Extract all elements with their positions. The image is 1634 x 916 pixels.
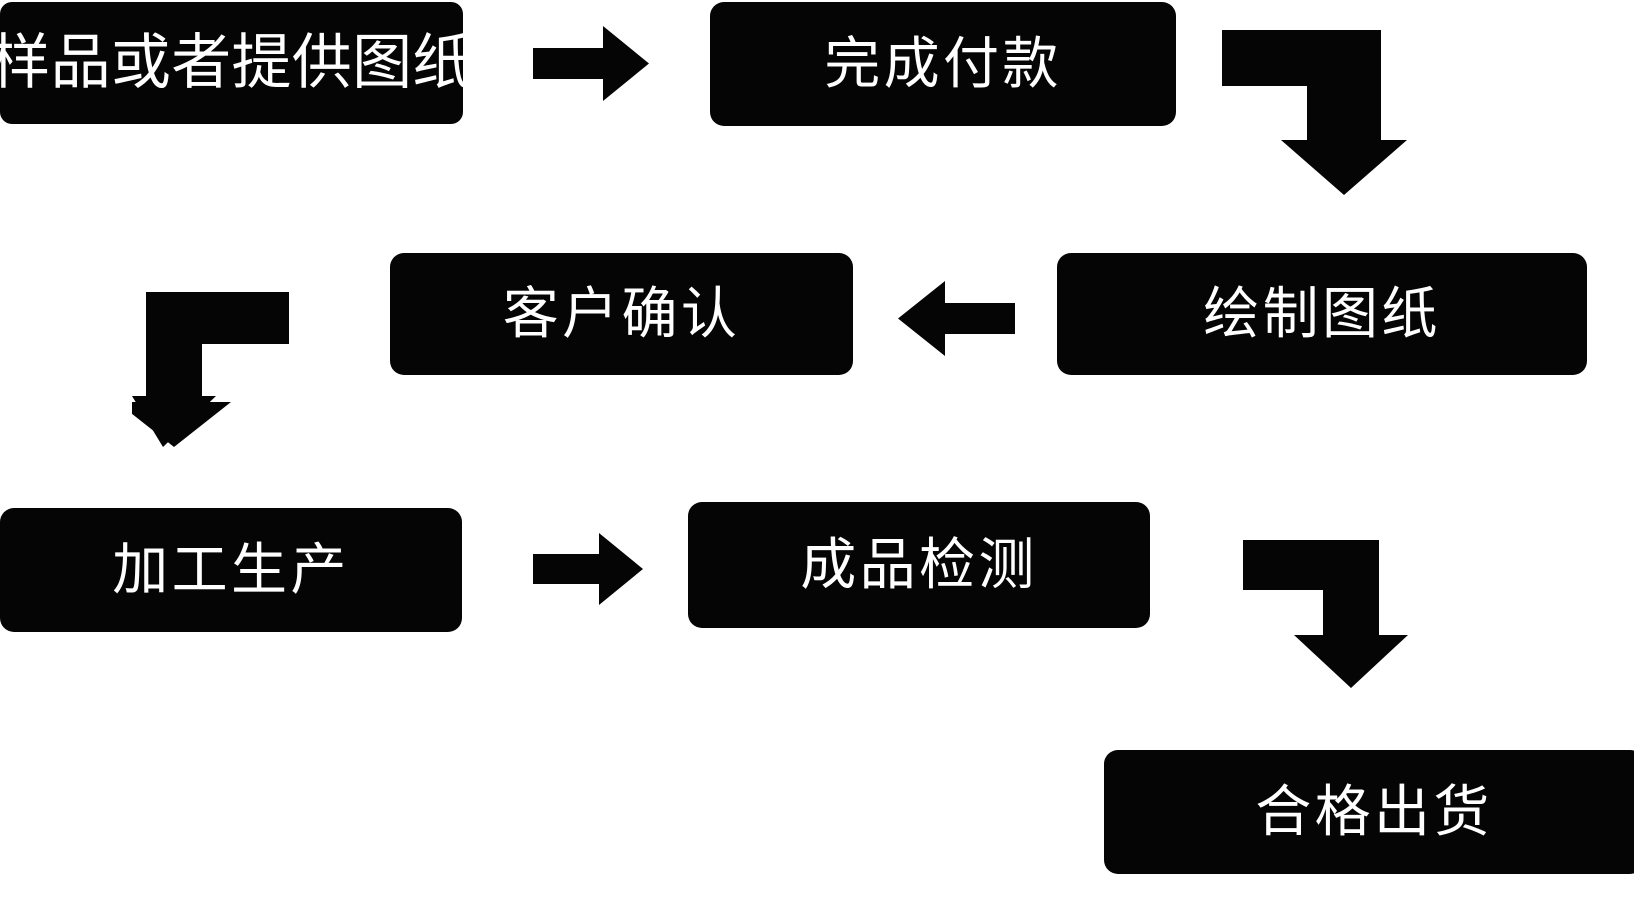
node-draw-blueprint[interactable]: 绘制图纸	[1057, 253, 1587, 375]
arrow-right-production-to-inspection	[533, 533, 643, 605]
node-finished-product-inspection-label: 成品检测	[800, 533, 1038, 596]
arrow-left-drawing-to-confirm	[898, 281, 1015, 356]
arrow-elbow-payment-to-drawing	[1222, 30, 1407, 195]
node-draw-blueprint-label: 绘制图纸	[1203, 282, 1441, 345]
node-processing-production[interactable]: 加工生产	[0, 508, 462, 632]
node-qualified-shipment-label: 合格出货	[1255, 780, 1493, 843]
node-complete-payment-label: 完成付款	[824, 32, 1062, 95]
node-complete-payment[interactable]: 完成付款	[710, 2, 1176, 126]
node-processing-production-label: 加工生产	[112, 538, 350, 601]
arrow-elbow-inspection-to-shipment	[1243, 540, 1408, 688]
node-customer-confirmation[interactable]: 客户确认	[390, 253, 853, 375]
node-customer-confirmation-label: 客户确认	[502, 282, 741, 345]
node-qualified-shipment[interactable]: 合格出货	[1104, 750, 1634, 874]
node-finished-product-inspection[interactable]: 成品检测	[688, 502, 1150, 628]
arrow-elbow-confirm-to-production	[132, 292, 289, 447]
node-sample-or-drawing[interactable]: 样品或者提供图纸	[0, 2, 472, 124]
arrow-right-sample-to-payment	[533, 26, 649, 101]
node-sample-or-drawing-label: 样品或者提供图纸	[0, 29, 473, 96]
